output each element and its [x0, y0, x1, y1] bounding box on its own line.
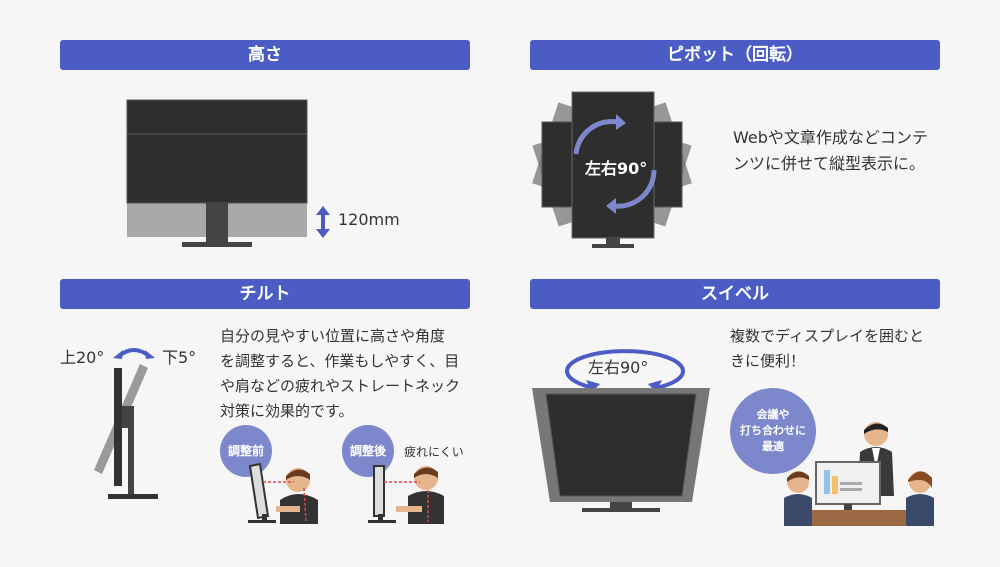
pivot-description-line2: ンツに併せて縦型表示に。 [733, 154, 926, 173]
swivel-description-line1: 複数でディスプレイを囲むと [730, 327, 924, 345]
after-adjust-badge: 調整後 [342, 425, 394, 477]
meeting-badge-line3: 最適 [762, 440, 784, 453]
swivel-description-line2: きに便利！ [730, 352, 806, 370]
tilt-section-title: チルト [60, 279, 470, 309]
height-section-title: 高さ [60, 40, 470, 70]
after-adjust-caption: 疲れにくい [404, 445, 464, 459]
tilt-down-label: 下5° [162, 348, 197, 367]
height-monitor-illustration [126, 99, 308, 247]
tilt-up-label: 上20° [60, 348, 105, 367]
pivot-description-line1: Webや文章作成などコンテ [733, 128, 928, 147]
after-adjust-person-illustration [368, 465, 444, 524]
tilt-description-line1: 自分の見やすい位置に高さや角度 [220, 327, 446, 345]
meeting-badge-line2: 打ち合わせに [740, 424, 806, 437]
before-adjust-person-illustration [248, 462, 318, 524]
pivot-rotation-label: 左右90° [585, 159, 648, 178]
height-range-label: 120mm [338, 210, 400, 229]
tilt-description-line3: や肩などの疲れやストレートネック [220, 377, 461, 395]
swivel-monitor-illustration [532, 388, 710, 512]
pivot-section-title: ピボット（回転） [530, 40, 940, 70]
meeting-badge-line1: 会議や [756, 408, 790, 421]
swivel-rotation-ellipse-arrow-icon [565, 349, 685, 392]
height-up-down-arrow-icon [316, 206, 330, 238]
tilt-curved-arrow-icon [113, 348, 155, 359]
tilt-description-line4: 対策に効果的です。 [220, 402, 354, 420]
before-adjust-badge: 調整前 [220, 425, 272, 477]
tilt-description-line2: を調整すると、作業もしやすく、目 [220, 352, 460, 370]
swivel-section-title: スイベル [530, 279, 940, 309]
meeting-badge: 会議や 打ち合わせに 最適 [730, 388, 816, 474]
pivot-monitor-illustration [532, 91, 692, 248]
meeting-people-illustration [784, 422, 934, 526]
tilt-monitor-illustration [94, 364, 158, 499]
swivel-rotation-label: 左右90° [588, 358, 649, 377]
